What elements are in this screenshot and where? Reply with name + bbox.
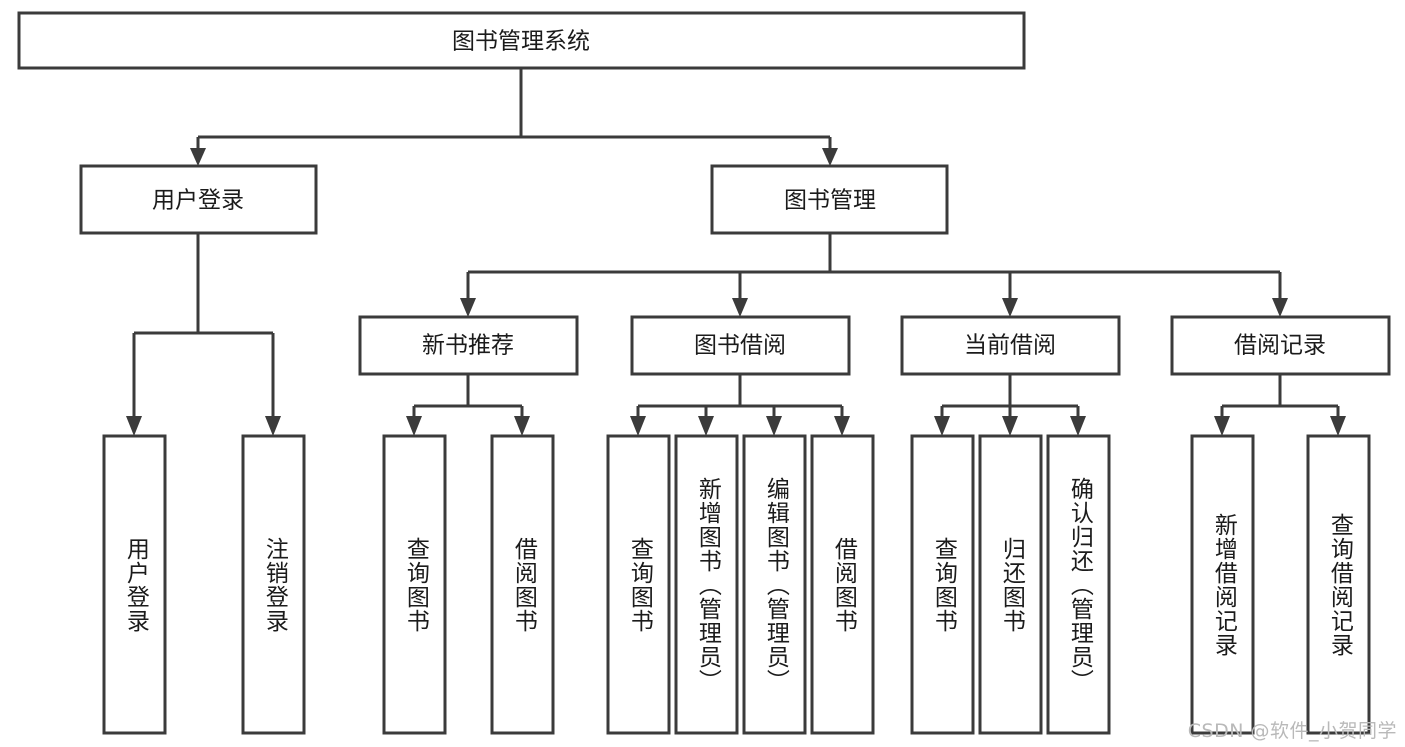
node-leaf-query-record[interactable]: [1306, 434, 1371, 735]
node-book-manage[interactable]: [710, 164, 949, 235]
node-leaf-add-book[interactable]: [674, 434, 739, 735]
arrow-head-leaf-logout: [265, 416, 281, 436]
node-leaf-query-book-1[interactable]: [382, 434, 447, 735]
node-leaf-edit-book[interactable]: [742, 434, 807, 735]
node-leaf-user-login[interactable]: [102, 434, 167, 735]
node-leaf-borrow-book-2[interactable]: [810, 434, 875, 735]
arrow-head-leaf-query-book-3: [934, 416, 950, 436]
connector-group-current-borrow-to-leaves: [934, 374, 1086, 436]
node-leaf-query-book-3[interactable]: [910, 434, 975, 735]
node-leaf-return-book[interactable]: [978, 434, 1043, 735]
arrow-head-leaf-add-record: [1214, 416, 1230, 436]
node-root-system-label: 图书管理系统: [452, 29, 590, 55]
node-leaf-query-book-2[interactable]: [606, 434, 671, 735]
arrow-head-borrow-record: [1272, 298, 1288, 317]
node-user-login-label: 用户登录: [152, 188, 244, 214]
connector-group-root-to-level2: [190, 68, 838, 166]
connector-group-book-borrow-to-leaves: [630, 374, 850, 436]
arrow-head-leaf-add-book: [698, 416, 714, 436]
arrow-head-leaf-query-book-2: [630, 416, 646, 436]
connector-group-user-login-to-leaves: [126, 233, 281, 436]
arrow-head-leaf-edit-book: [766, 416, 782, 436]
arrow-head-leaf-confirm-return: [1070, 416, 1086, 436]
arrow-head-user-login: [190, 148, 206, 166]
connector-group-new-book-to-leaves: [406, 374, 530, 436]
node-leaf-borrow-book-1[interactable]: [490, 434, 555, 735]
arrow-head-current-borrow: [1002, 298, 1018, 317]
node-root-system[interactable]: [17, 11, 1026, 70]
node-leaf-confirm-return[interactable]: [1046, 434, 1111, 735]
node-borrow-record[interactable]: [1170, 315, 1391, 376]
node-user-login[interactable]: [79, 164, 318, 235]
csdn-watermark: CSDN @软件_小贺同学: [1187, 720, 1397, 742]
arrow-head-leaf-user-login: [126, 416, 142, 436]
node-book-manage-label: 图书管理: [784, 188, 876, 214]
connector-group-borrow-record-to-leaves: [1214, 374, 1346, 436]
arrow-head-leaf-query-record: [1330, 416, 1346, 436]
node-leaf-logout[interactable]: [241, 434, 306, 735]
arrow-head-new-book-recommend: [460, 298, 476, 317]
node-current-borrow-label: 当前借阅: [964, 333, 1056, 359]
arrow-head-leaf-borrow-book-1: [514, 416, 530, 436]
arrow-head-book-manage: [822, 148, 838, 166]
node-new-book-recommend-label: 新书推荐: [422, 333, 514, 359]
arrow-head-leaf-return-book: [1002, 416, 1018, 436]
node-borrow-record-label: 借阅记录: [1234, 333, 1326, 359]
arrow-head-leaf-borrow-book-2: [834, 416, 850, 436]
arrow-head-book-borrow: [732, 298, 748, 317]
arrow-head-leaf-query-book-1: [406, 416, 422, 436]
node-leaf-add-record[interactable]: [1190, 434, 1255, 735]
node-book-borrow[interactable]: [630, 315, 851, 376]
node-new-book-recommend[interactable]: [358, 315, 579, 376]
node-current-borrow[interactable]: [900, 315, 1121, 376]
connector-group-book-manage-to-level3: [460, 233, 1288, 317]
node-book-borrow-label: 图书借阅: [694, 333, 786, 359]
